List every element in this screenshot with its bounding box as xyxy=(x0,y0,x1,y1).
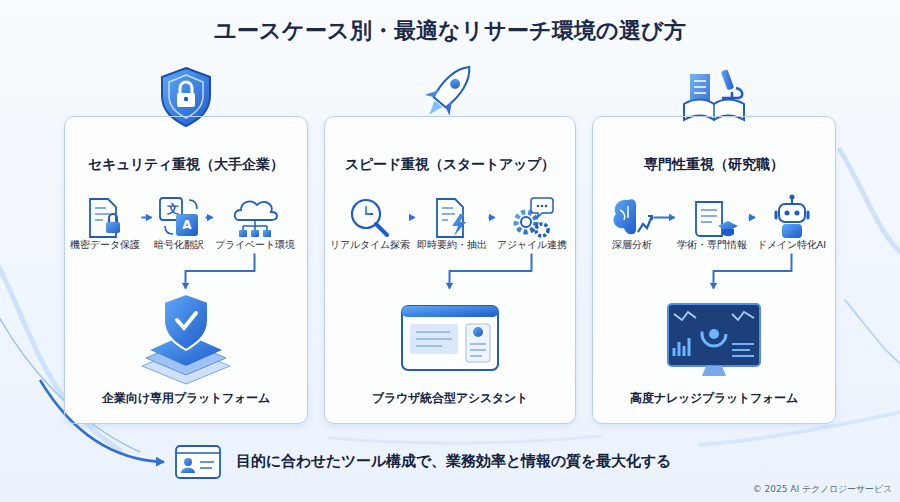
panel-heading: スピード重視（スタートアップ） xyxy=(325,155,575,173)
robot-icon xyxy=(776,195,808,239)
item-label: 深層分析 xyxy=(612,238,652,251)
flow-arrow xyxy=(186,254,255,289)
browser-window-icon xyxy=(402,306,498,370)
caption-text: 目的に合わせたツール構成で、業務効率と情報の質を最大化する xyxy=(236,452,671,471)
usecase-panel: 専門性重視（研究職） 深層分析 学術・専門情報ドメイン特化AI 高度ナレッジプラットフ… xyxy=(592,116,836,424)
flow-arrow xyxy=(489,217,495,219)
rocket-icon xyxy=(417,57,481,125)
flow-arrow xyxy=(142,217,152,219)
feature-item: 即時要約・抽出 xyxy=(416,194,488,253)
diagram-title: ユースケース別・最適なリサーチ環境の選び方 xyxy=(0,16,900,46)
item-label: プライベート環境 xyxy=(215,238,295,251)
feature-item: リアルタイム探索 xyxy=(329,194,411,253)
panel-heading: セキュリティ重視（大手企業） xyxy=(65,155,307,173)
usecase-panel: セキュリティ重視（大手企業） 機密データ保護 暗号化翻訳プライベート環境企業向け専用… xyxy=(64,116,308,424)
item-label: アジャイル連携 xyxy=(497,238,567,251)
platform-label: 高度ナレッジプラットフォーム xyxy=(630,390,798,406)
copyright-note: © 2025 AI テクノロジーサービス xyxy=(753,484,892,495)
platform-label: ブラウザ統合型アシスタント xyxy=(372,390,528,406)
flow-arrow xyxy=(654,217,675,219)
item-label: 機密データ保護 xyxy=(70,238,140,251)
platform-label: 企業向け専用プラットフォーム xyxy=(102,390,270,406)
translate-icon xyxy=(160,198,198,236)
item-label: 即時要約・抽出 xyxy=(417,238,487,251)
feature-item: プライベート環境 xyxy=(214,194,296,253)
panel-heading: 専門性重視（研究職） xyxy=(593,155,835,173)
search-clock-icon xyxy=(352,200,387,235)
panel-grounds xyxy=(64,116,836,424)
flow-arrow xyxy=(412,217,415,219)
icon-glyph: 文 xyxy=(167,202,179,216)
flow-arrow xyxy=(450,254,532,289)
profile-window-icon xyxy=(176,446,220,478)
flow-arrow xyxy=(206,217,213,219)
feature-item: 学術・専門情報 xyxy=(676,194,748,253)
platform-box: 高度ナレッジプラットフォーム xyxy=(624,290,804,408)
icon-glyph: A xyxy=(182,218,191,232)
cloud-server-icon xyxy=(235,201,277,237)
document-lock-icon xyxy=(90,199,120,237)
platform-box: 企業向け専用プラットフォーム xyxy=(96,290,276,408)
platform-shield-icon xyxy=(142,294,230,384)
feature-item: ドメイン特化AI xyxy=(756,194,827,253)
gears-chat-icon xyxy=(516,198,553,236)
flow-arrow xyxy=(714,254,792,289)
feature-item: 機密データ保護 xyxy=(69,194,141,253)
book-microscope-icon xyxy=(684,69,744,120)
dashboard-icon xyxy=(668,304,760,376)
item-label: リアルタイム探索 xyxy=(330,238,410,251)
document-bolt-icon xyxy=(437,199,466,237)
feature-item: 深層分析 xyxy=(611,194,653,253)
platform-box: ブラウザ統合型アシスタント xyxy=(366,290,534,408)
feature-item: アジャイル連携 xyxy=(496,194,568,253)
shield-lock-icon xyxy=(162,68,210,126)
scroll-cap-icon xyxy=(696,202,738,236)
flow-arrow xyxy=(749,217,755,219)
brain-chart-icon xyxy=(614,199,652,234)
item-label: ドメイン特化AI xyxy=(757,238,826,251)
item-label: 学術・専門情報 xyxy=(677,238,747,251)
usecase-panel: スピード重視（スタートアップ） リアルタイム探索即時要約・抽出アジャイル連携ブラウ… xyxy=(324,116,576,424)
item-label: 暗号化翻訳 xyxy=(154,238,204,251)
